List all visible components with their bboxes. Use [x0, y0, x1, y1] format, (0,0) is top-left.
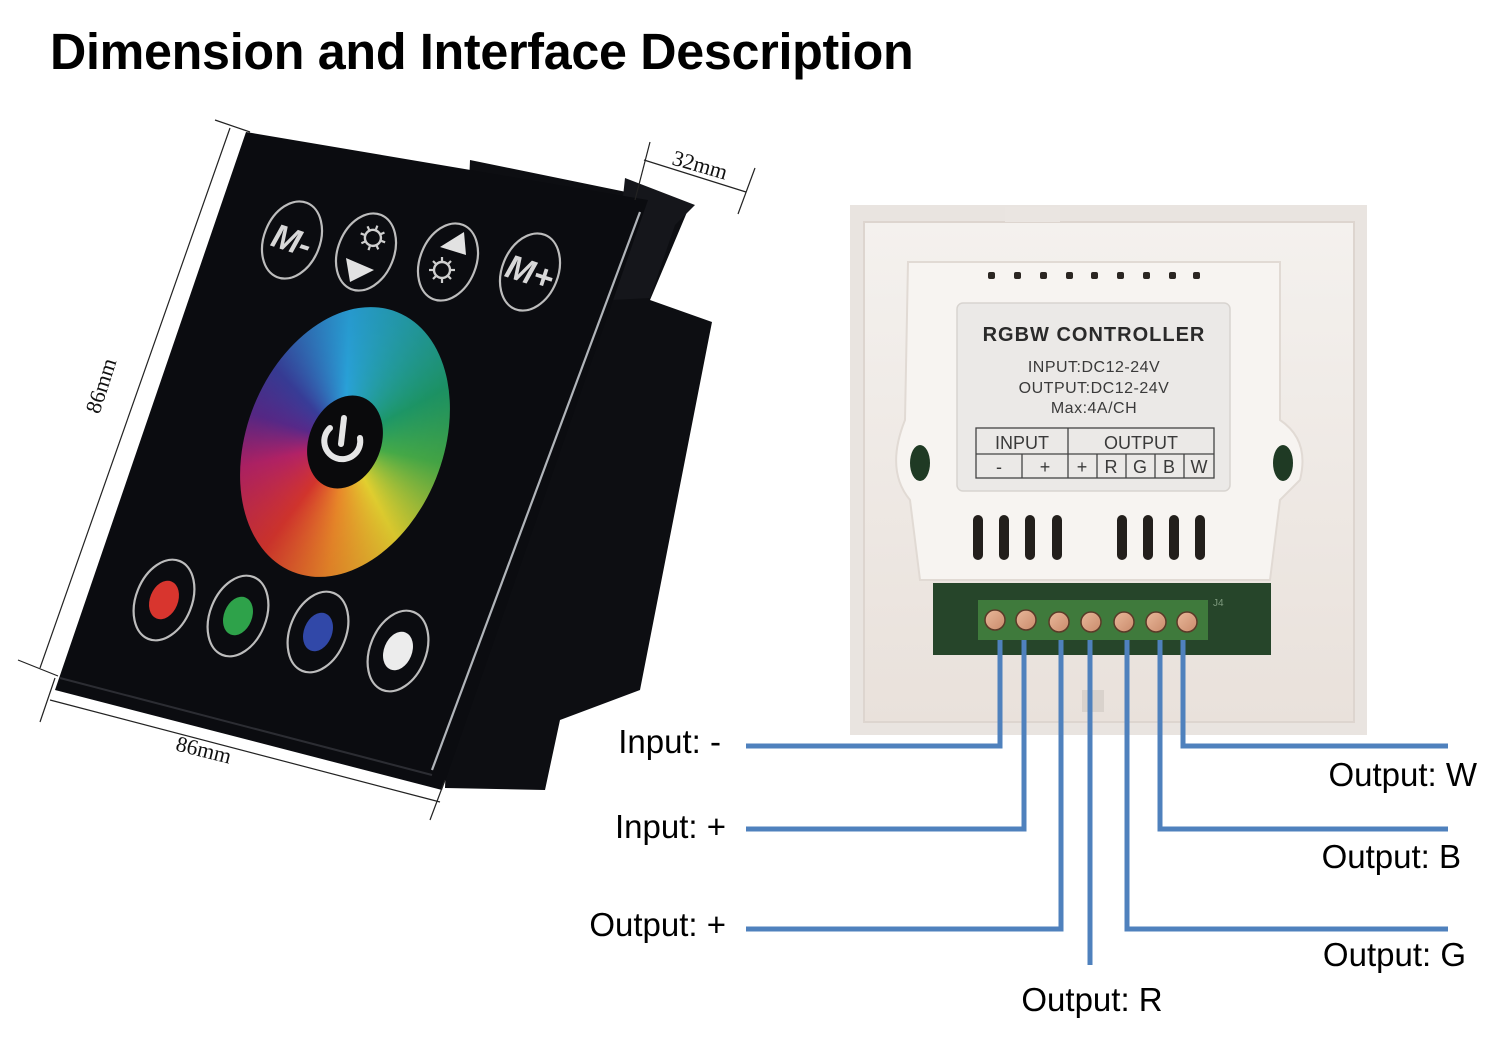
width-dimension-label: 86mm: [174, 731, 235, 769]
label-input-spec: INPUT:DC12-24V: [1028, 359, 1160, 376]
table-cell: G: [1133, 457, 1147, 477]
depth-dimension-label: 32mm: [670, 145, 731, 185]
terminal-screw: [984, 609, 1006, 631]
top-vents: [988, 272, 1200, 279]
label-max-current: Max:4A/CH: [1051, 400, 1137, 417]
red-button[interactable]: [122, 551, 205, 650]
terminal-screw: [1048, 611, 1070, 633]
height-dimension-label: 86mm: [80, 355, 121, 416]
color-wheel-touch[interactable]: [192, 266, 497, 618]
wiring: [746, 640, 1448, 965]
power-button[interactable]: [294, 384, 397, 500]
page-title: Dimension and Interface Description: [50, 23, 914, 80]
table-group-input: INPUT: [995, 433, 1049, 453]
terminal-labels: Input: - Input: + Output: + Output: R Ou…: [589, 723, 1478, 1018]
label-output-spec: OUTPUT:DC12-24V: [1019, 380, 1170, 397]
dimension-height: [17, 119, 251, 677]
white-dot: [383, 631, 413, 671]
terminal-screw: [1145, 611, 1167, 633]
arrow-up-icon: [440, 232, 466, 255]
terminal-label-output-g: Output: G: [1323, 936, 1466, 973]
terminal-label-output-r: Output: R: [1021, 981, 1162, 1018]
table-cell: +: [1077, 457, 1088, 477]
sun-icon: [429, 257, 455, 283]
spec-label: RGBW CONTROLLER INPUT:DC12-24V OUTPUT:DC…: [956, 302, 1231, 492]
pcb-marking: J4: [1213, 598, 1224, 609]
terminal-label-input-plus: Input: +: [615, 808, 726, 845]
table-cell: W: [1191, 457, 1208, 477]
brightness-up-button[interactable]: [407, 214, 489, 309]
terminal-screw: [1113, 611, 1135, 633]
table-group-output: OUTPUT: [1104, 433, 1178, 453]
red-dot: [149, 580, 179, 620]
back-housing-view: RGBW CONTROLLER INPUT:DC12-24V OUTPUT:DC…: [850, 205, 1367, 735]
power-icon: [321, 415, 364, 463]
sun-icon: [360, 225, 386, 251]
dimension-depth: [634, 141, 756, 215]
plate-edge-highlight: [430, 211, 642, 771]
mounting-hole-left: [910, 445, 930, 481]
terminal-label-output-w: Output: W: [1328, 756, 1477, 793]
green-button[interactable]: [196, 567, 279, 666]
terminal-screw: [1176, 611, 1198, 633]
table-cell: +: [1040, 457, 1051, 477]
wire-output-w: [1180, 640, 1448, 749]
brightness-down-button[interactable]: [325, 204, 407, 299]
wire-output-plus: [746, 640, 1064, 932]
dimension-width: [39, 677, 446, 821]
label-title: RGBW CONTROLLER: [983, 324, 1206, 346]
arrow-down-icon: [346, 258, 374, 282]
terminal-screw: [1080, 611, 1102, 633]
white-button[interactable]: [356, 602, 439, 701]
blue-button[interactable]: [276, 583, 359, 682]
wire-output-b: [1157, 640, 1448, 832]
blue-dot: [303, 612, 333, 652]
terminal-screw: [1015, 609, 1037, 631]
wire-input-plus: [746, 640, 1027, 832]
table-cell: B: [1163, 457, 1175, 477]
green-dot: [223, 596, 253, 636]
terminal-label-output-plus: Output: +: [589, 906, 726, 943]
terminal-label-input-minus: Input: -: [618, 723, 721, 760]
terminal-screws: [984, 609, 1198, 633]
wire-output-g: [1124, 640, 1448, 932]
terminal-label-output-b: Output: B: [1322, 838, 1461, 875]
pin-table: [975, 427, 1215, 479]
table-cell: R: [1105, 457, 1118, 477]
table-cell: -: [996, 457, 1002, 477]
front-panel-view: M-: [17, 119, 756, 821]
side-vents: [973, 515, 1205, 560]
wire-input-minus: [746, 640, 1003, 749]
mounting-hole-right: [1273, 445, 1293, 481]
